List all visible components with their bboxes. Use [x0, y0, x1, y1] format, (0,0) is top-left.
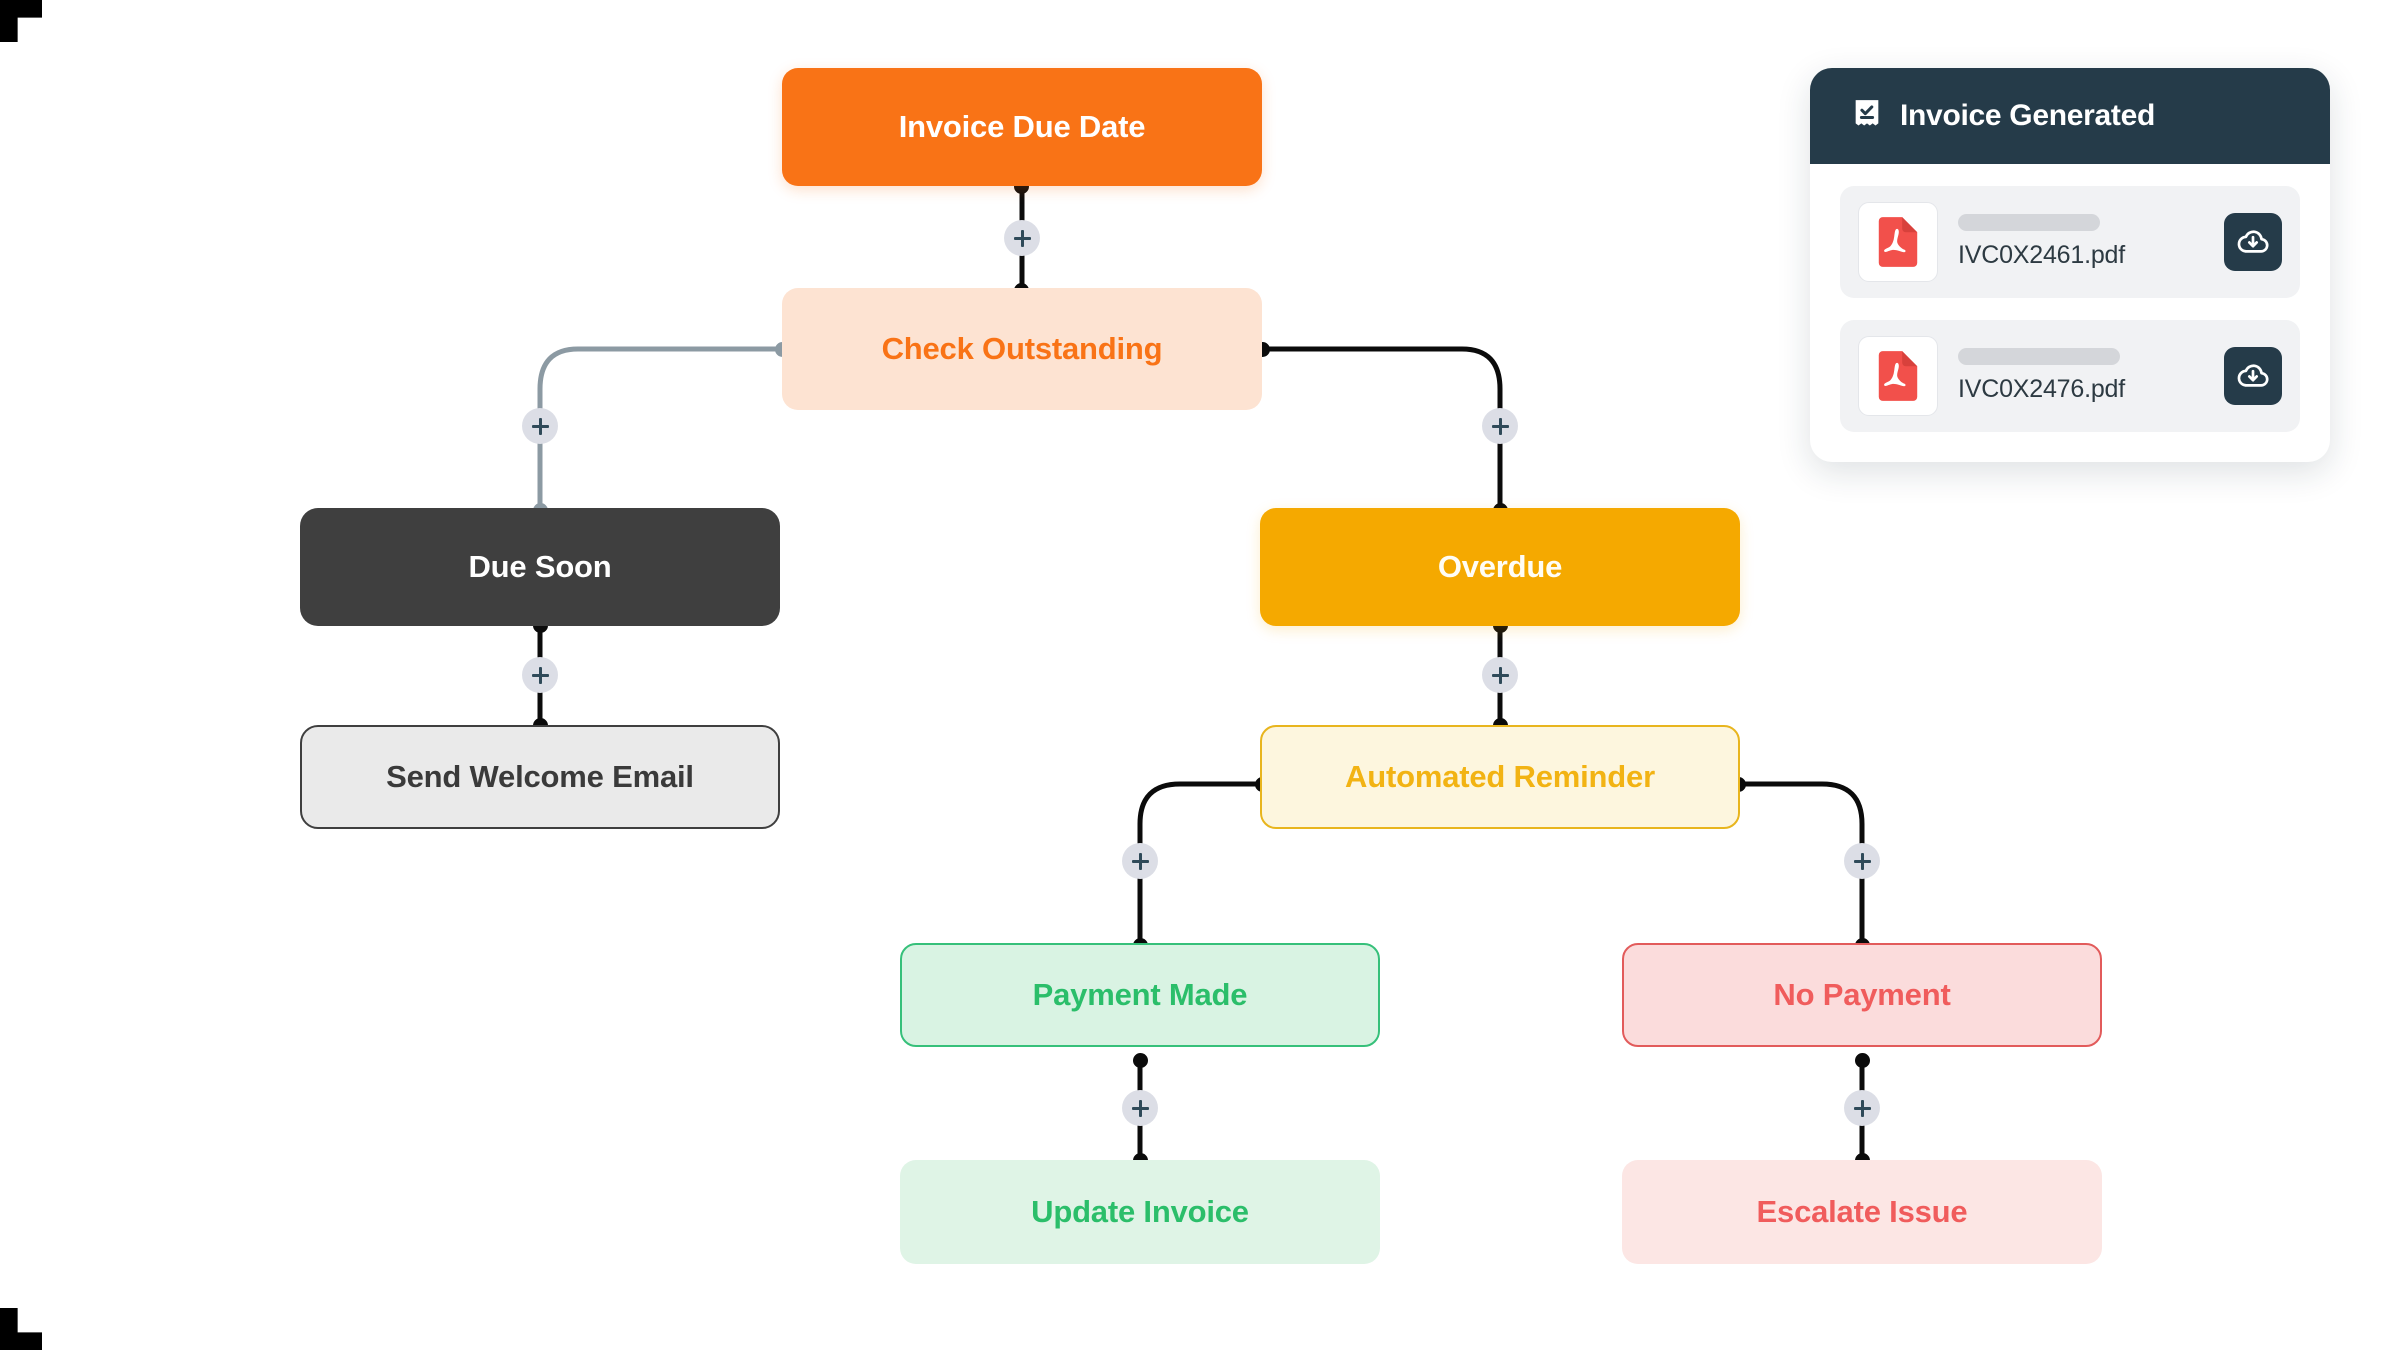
node-label: No Payment — [1773, 976, 1951, 1012]
invoice-filename: IVC0X2461.pdf — [1958, 241, 2125, 269]
node-label: Overdue — [1437, 548, 1563, 584]
add-node-button-before-automated-reminder[interactable] — [1482, 657, 1518, 693]
corner-mark-bottom-left — [0, 1308, 42, 1350]
edge-automated-reminder-to-payment-made — [1137, 781, 1262, 945]
node-escalate-issue[interactable]: Escalate Issue — [1622, 1160, 2102, 1264]
node-label: Invoice Due Date — [898, 108, 1146, 144]
add-node-button-before-payment-made[interactable] — [1122, 843, 1158, 879]
edge-dot-payment-made-bottom — [1133, 1053, 1148, 1068]
pdf-file-icon — [1858, 202, 1938, 282]
node-label: Escalate Issue — [1756, 1193, 1968, 1229]
invoice-panel-title: Invoice Generated — [1900, 99, 2155, 132]
add-node-button-before-escalate-issue[interactable] — [1844, 1090, 1880, 1126]
invoice-meta: IVC0X2461.pdf — [1958, 214, 2204, 270]
add-node-button-before-no-payment[interactable] — [1844, 843, 1880, 879]
edge-check-outstanding-to-overdue — [1262, 346, 1503, 510]
node-label: Update Invoice — [1031, 1193, 1249, 1229]
invoice-generated-panel: Invoice Generated IVC0X2461.pdf — [1810, 68, 2330, 462]
invoice-panel-body: IVC0X2461.pdf — [1810, 164, 2330, 462]
add-node-button-before-send-welcome-email[interactable] — [522, 657, 558, 693]
cloud-download-icon[interactable] — [2224, 213, 2282, 271]
node-due-soon[interactable]: Due Soon — [300, 508, 780, 626]
edge-check-outstanding-to-due-soon — [537, 346, 782, 510]
node-automated-reminder[interactable]: Automated Reminder — [1260, 725, 1740, 829]
node-label: Due Soon — [468, 548, 612, 584]
edge-dot-no-payment-bottom — [1855, 1053, 1870, 1068]
node-label: Payment Made — [1032, 976, 1248, 1012]
node-no-payment[interactable]: No Payment — [1622, 943, 2102, 1047]
node-send-welcome-email[interactable]: Send Welcome Email — [300, 725, 780, 829]
invoice-row[interactable]: IVC0X2476.pdf — [1840, 320, 2300, 432]
node-label: Check Outstanding — [881, 330, 1163, 366]
node-check-outstanding[interactable]: Check Outstanding — [782, 288, 1262, 410]
corner-mark-top-left — [0, 0, 42, 42]
invoice-filename: IVC0X2476.pdf — [1958, 375, 2125, 403]
pdf-file-icon — [1858, 336, 1938, 416]
receipt-check-icon — [1850, 97, 1884, 136]
skeleton-placeholder-bar — [1958, 214, 2100, 231]
add-node-button-before-update-invoice[interactable] — [1122, 1090, 1158, 1126]
node-label: Send Welcome Email — [386, 758, 694, 794]
node-overdue[interactable]: Overdue — [1260, 508, 1740, 626]
invoice-row[interactable]: IVC0X2461.pdf — [1840, 186, 2300, 298]
node-label: Automated Reminder — [1345, 758, 1655, 794]
invoice-panel-header: Invoice Generated — [1810, 68, 2330, 164]
cloud-download-icon[interactable] — [2224, 347, 2282, 405]
add-node-button-after-invoice-due-date[interactable] — [1004, 220, 1040, 256]
invoice-meta: IVC0X2476.pdf — [1958, 348, 2204, 404]
node-payment-made[interactable]: Payment Made — [900, 943, 1380, 1047]
node-update-invoice[interactable]: Update Invoice — [900, 1160, 1380, 1264]
node-invoice-due-date[interactable]: Invoice Due Date — [782, 68, 1262, 186]
add-node-button-before-due-soon[interactable] — [522, 408, 558, 444]
add-node-button-before-overdue[interactable] — [1482, 408, 1518, 444]
skeleton-placeholder-bar — [1958, 348, 2120, 365]
